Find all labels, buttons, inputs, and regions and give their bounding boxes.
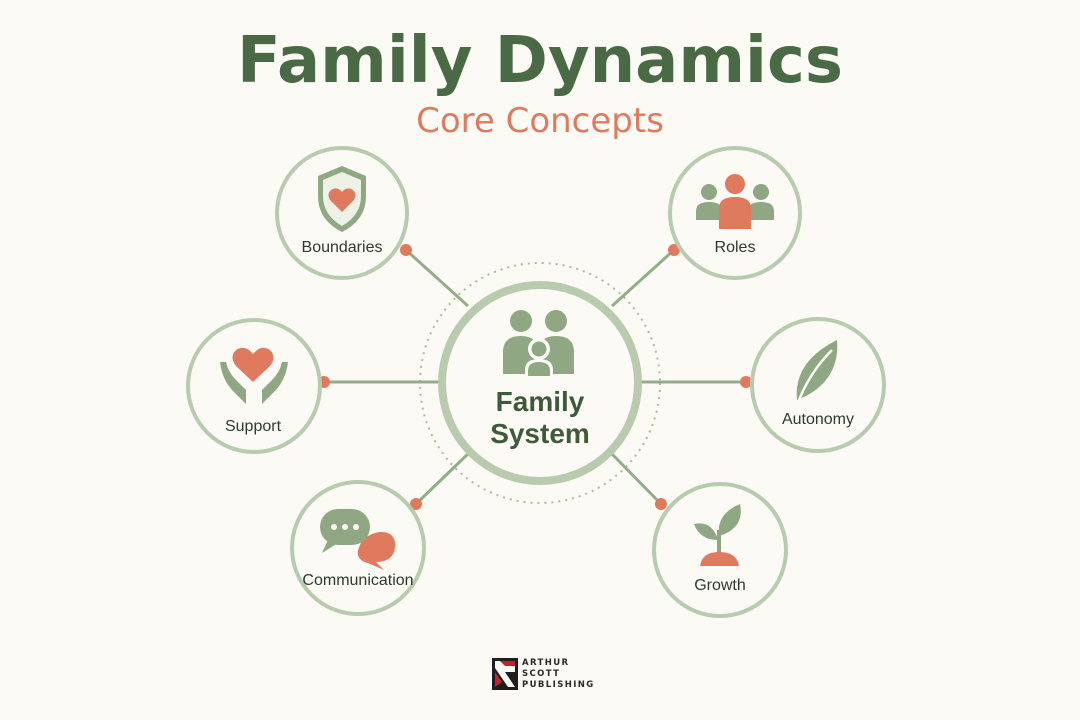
connector-communication [414,450,472,506]
concept-label-support: Support [225,418,282,435]
concept-growth: Growth [652,482,788,618]
connector-roles [610,248,676,308]
connector-boundaries [404,248,470,308]
concept-label-roles: Roles [715,239,756,256]
connector-lines [324,248,746,506]
publisher-line3: PUBLISHING [522,680,595,690]
concept-boundaries: Boundaries [275,146,409,280]
concept-roles: Roles [668,146,802,280]
publisher-logo: ARTHUR SCOTT PUBLISHING [492,657,612,693]
speech-bubbles-icon [320,509,396,570]
concept-support: Support [186,318,322,454]
concept-label-communication: Communication [302,572,413,589]
hands-heart-icon [220,347,288,404]
publisher-line2: SCOTT [522,669,561,679]
publisher-name: ARTHUR SCOTT PUBLISHING [522,658,595,691]
page-subtitle: Core Concepts [416,101,664,141]
connector-growth [608,450,663,506]
concept-autonomy: Autonomy [750,317,886,453]
concept-label-growth: Growth [694,577,746,594]
publisher-line1: ARTHUR [522,658,570,668]
page-title: Family Dynamics [237,24,843,98]
group-people-icon [696,174,774,229]
leaf-icon [796,340,838,401]
center-label-line2: System [490,418,590,449]
concept-label-boundaries: Boundaries [302,239,383,256]
concept-communication: Communication [290,480,426,616]
family-icon [503,310,574,376]
center-node: Family System [438,281,642,485]
shield-heart-icon [318,166,366,232]
center-label-line1: Family [496,386,585,417]
sprout-icon [694,504,741,566]
concept-label-autonomy: Autonomy [782,411,854,428]
publisher-mark-icon [492,658,518,690]
